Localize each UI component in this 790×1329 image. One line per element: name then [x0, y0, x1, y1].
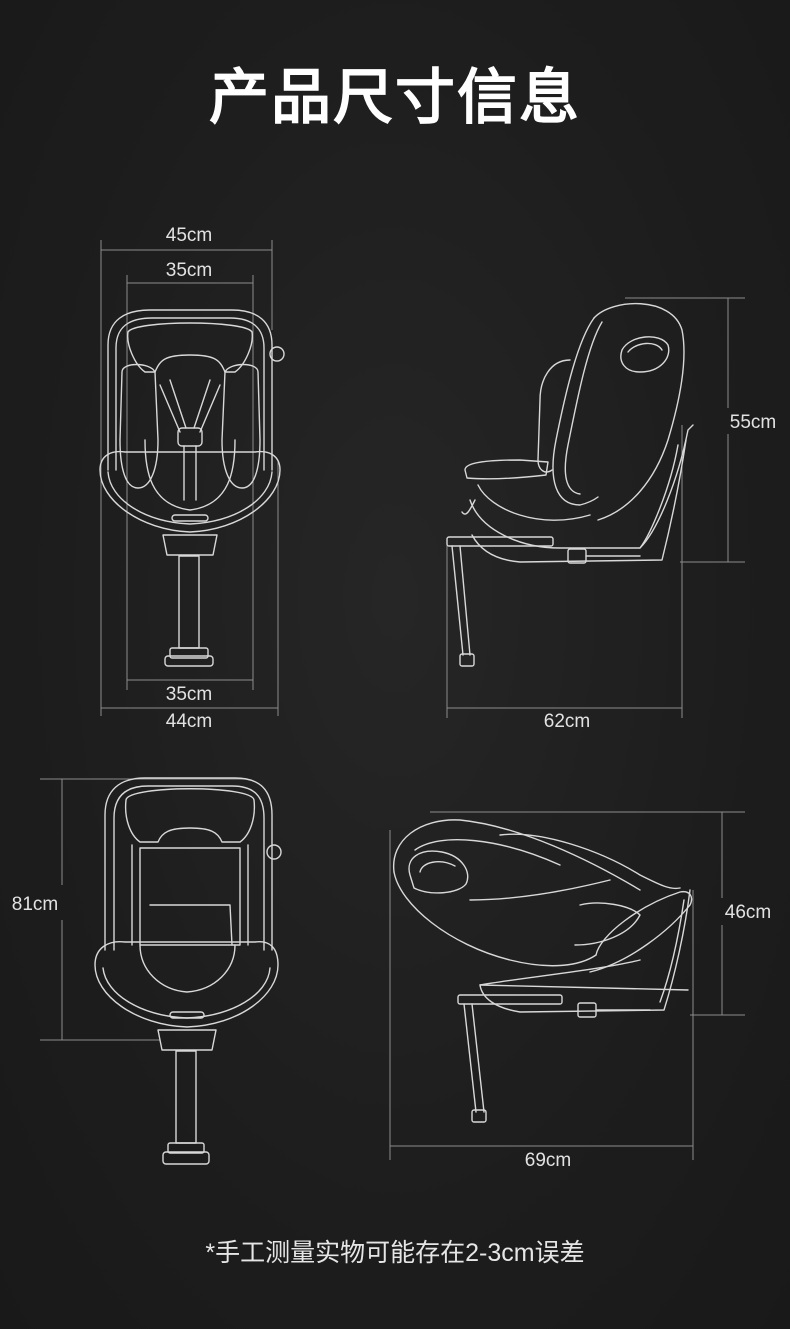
seat-base-inner	[107, 471, 273, 525]
side-reclined-view: 46cm 69cm	[389, 811, 771, 1171]
isofix-bar	[457, 994, 563, 1005]
label-depth: 69cm	[525, 1150, 571, 1171]
seat-cushion	[139, 944, 236, 993]
right-harness-strap	[193, 379, 221, 433]
base-rail	[479, 984, 689, 991]
label-height: 55cm	[730, 412, 776, 433]
side-upright-view: 55cm 62cm	[446, 297, 776, 732]
backrest-band	[469, 879, 611, 901]
front-upright-view: 45cm 35cm 35cm 44cm	[99, 225, 285, 732]
back-panel	[139, 847, 241, 946]
front-extended-dimensions: 81cm	[12, 778, 245, 1041]
label-depth: 62cm	[544, 711, 590, 732]
front-upright-seat	[99, 309, 285, 667]
crotch-strap	[183, 445, 197, 501]
support-leg-foot	[471, 1109, 487, 1123]
side-reclined-dimensions: 46cm 69cm	[389, 811, 771, 1171]
front-extended-seat	[94, 777, 282, 1165]
front-upright-dimensions: 45cm 35cm 35cm 44cm	[100, 225, 279, 732]
headrest-pad-detail	[419, 861, 456, 873]
base-inner-curve	[659, 899, 685, 1003]
measurement-disclaimer: *手工测量实物可能存在2-3cm误差	[205, 1239, 585, 1267]
seat-cushion	[589, 890, 693, 973]
support-leg	[463, 1003, 485, 1113]
headrest-side-pad	[620, 336, 670, 373]
isofix-release	[577, 1002, 597, 1018]
backrest-front	[552, 317, 599, 506]
side-knob	[269, 346, 285, 362]
label-height: 81cm	[12, 894, 58, 915]
base-handle-slot	[171, 514, 209, 522]
label-top-outer-width: 45cm	[166, 225, 212, 246]
headrest	[127, 322, 253, 373]
side-wing	[537, 359, 571, 473]
left-shoulder-pad	[119, 363, 159, 489]
support-leg-foot	[162, 1151, 210, 1165]
isofix-bar	[446, 536, 554, 547]
leg-connector	[157, 1029, 217, 1051]
right-shoulder-pad	[221, 363, 261, 489]
page-title: 产品尺寸信息	[209, 64, 581, 131]
backrest-inner-line	[414, 839, 561, 866]
seat-base	[99, 450, 281, 533]
backrest-outline	[107, 309, 273, 471]
seat-base	[94, 941, 279, 1028]
backrest-rear	[593, 302, 685, 521]
harness-buckle	[177, 427, 203, 447]
base-shell	[479, 889, 691, 1013]
back-pocket	[149, 904, 233, 946]
backrest-inner-edge	[113, 785, 265, 951]
side-seams	[131, 844, 249, 946]
label-bottom-inner-width: 35cm	[166, 684, 212, 705]
headrest-pad-detail	[627, 342, 663, 353]
front-extended-view: 81cm	[12, 777, 282, 1165]
support-leg-collar	[167, 1142, 205, 1154]
support-leg-foot	[459, 653, 475, 667]
backrest-top	[393, 819, 641, 891]
seat-cushion	[144, 439, 236, 511]
backrest-inner-edge	[115, 317, 265, 471]
label-height: 46cm	[725, 902, 771, 923]
side-wing	[499, 833, 681, 890]
side-upright-dimensions: 55cm 62cm	[446, 297, 776, 732]
leg-connector	[162, 534, 218, 556]
backrest-inner-line	[564, 321, 603, 495]
seat-front-bolster	[464, 459, 549, 480]
base-shell	[469, 424, 694, 549]
side-knob	[266, 844, 282, 860]
backrest-lower	[393, 871, 597, 967]
headrest	[124, 788, 256, 843]
headrest-side-pad	[408, 850, 469, 894]
side-reclined-seat	[393, 819, 693, 1123]
base-inner-curve	[639, 444, 679, 549]
support-leg	[175, 1050, 197, 1144]
support-leg-foot	[164, 655, 214, 667]
support-leg-collar	[169, 647, 209, 659]
side-upright-seat	[446, 302, 694, 667]
left-harness-strap	[159, 379, 187, 433]
support-leg	[178, 555, 200, 649]
seat-cushion	[477, 484, 591, 521]
label-bottom-outer-width: 44cm	[166, 711, 212, 732]
backrest-outline	[104, 777, 273, 951]
base-lower	[471, 439, 687, 563]
base-handle-slot	[169, 1011, 205, 1019]
seat-front-bolster	[574, 902, 641, 946]
harness-strap-end	[461, 499, 476, 515]
support-leg	[451, 545, 471, 656]
label-top-inner-width: 35cm	[166, 260, 212, 281]
